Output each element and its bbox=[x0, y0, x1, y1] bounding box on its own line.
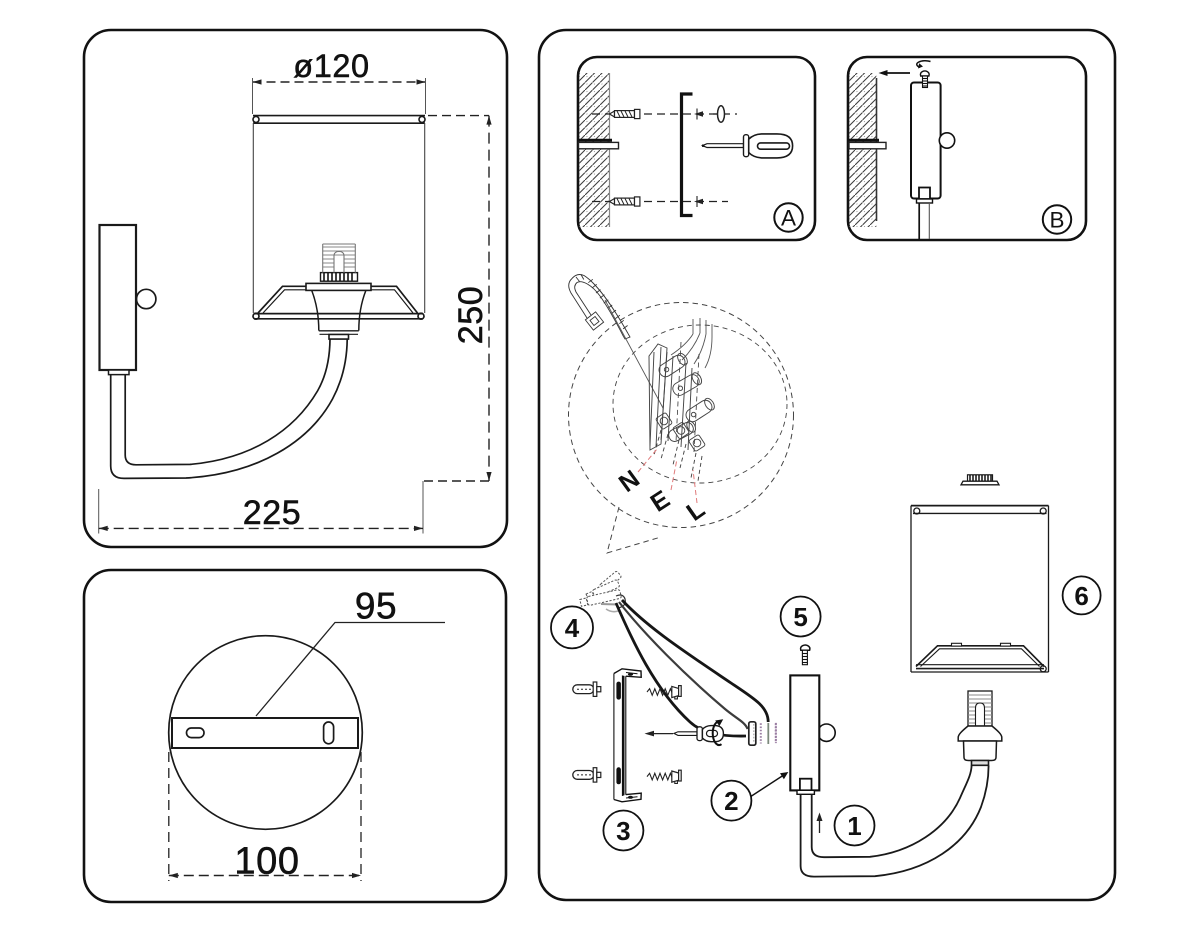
svg-text:250: 250 bbox=[452, 286, 490, 345]
svg-text:E: E bbox=[646, 485, 675, 518]
svg-text:95: 95 bbox=[355, 586, 397, 627]
svg-text:ø120: ø120 bbox=[293, 48, 369, 84]
svg-text:100: 100 bbox=[234, 841, 299, 883]
svg-text:L: L bbox=[681, 495, 710, 527]
svg-text:3: 3 bbox=[616, 816, 630, 846]
svg-text:A: A bbox=[781, 206, 796, 231]
svg-text:225: 225 bbox=[243, 494, 302, 532]
svg-text:2: 2 bbox=[724, 786, 738, 816]
svg-text:6: 6 bbox=[1074, 581, 1088, 611]
svg-text:5: 5 bbox=[793, 602, 807, 632]
svg-text:1: 1 bbox=[847, 811, 861, 841]
svg-text:4: 4 bbox=[565, 613, 580, 643]
svg-text:B: B bbox=[1049, 208, 1064, 233]
